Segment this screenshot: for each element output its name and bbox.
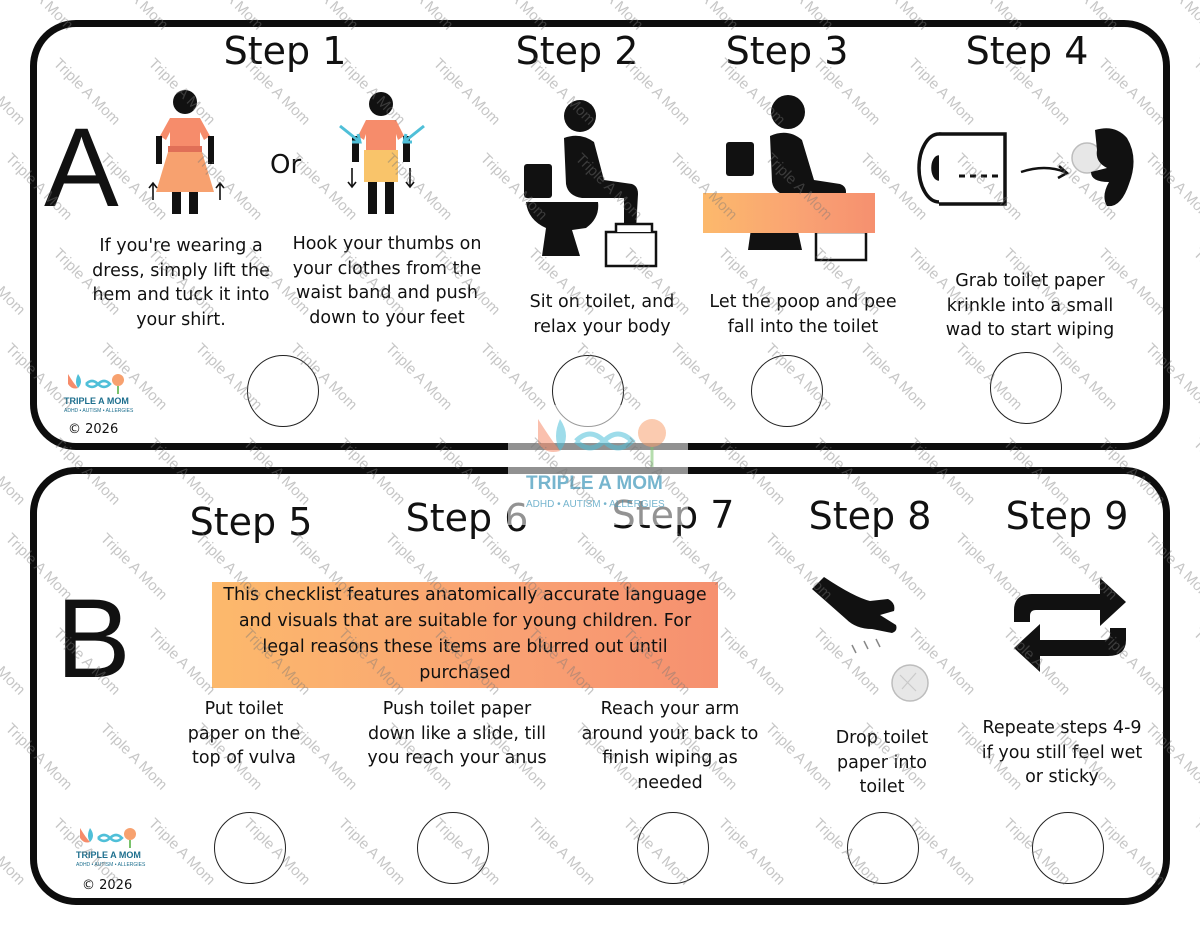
center-logo-name: TRIPLE A MOM bbox=[526, 473, 663, 494]
step-7-caption: Reach your arm around your back to finis… bbox=[581, 699, 759, 793]
step-1-caption-dress: If you're wearing a dress, simply lift t… bbox=[92, 236, 270, 330]
dress-figure-icon bbox=[148, 90, 225, 214]
hand-drop-paper-icon bbox=[812, 577, 929, 702]
step-9-checkbox[interactable] bbox=[1032, 812, 1104, 884]
watermark-text: Triple A Mom bbox=[0, 245, 29, 319]
or-label: Or bbox=[270, 150, 302, 180]
step-9-title: Step 9 bbox=[1005, 494, 1129, 538]
repeat-arrows-icon bbox=[1014, 578, 1126, 672]
watermark-text: Triple A Mom bbox=[1190, 435, 1200, 509]
center-logo-tagline: ADHD • AUTISM • ALLERGIES bbox=[526, 499, 665, 510]
step-6-caption: Push toilet paper down like a slide, til… bbox=[367, 699, 547, 768]
blur-bar-step-3 bbox=[703, 193, 875, 233]
sitting-toilet-icon bbox=[726, 95, 868, 262]
copyright-b: © 2026 bbox=[82, 878, 133, 893]
toilet-paper-roll-icon bbox=[917, 128, 1134, 207]
watermark-text: Triple A Mom bbox=[0, 625, 29, 699]
step-1-checkbox[interactable] bbox=[247, 355, 319, 427]
watermark-text: Triple A Mom bbox=[1190, 815, 1200, 889]
watermark-text: Triple A Mom bbox=[0, 55, 29, 129]
step-1-caption-shorts: Hook your thumbs on your clothes from th… bbox=[292, 234, 482, 328]
logo-name: TRIPLE A MOM bbox=[64, 396, 129, 406]
sitting-toilet-icon bbox=[524, 100, 658, 268]
step-5-caption: Put toilet paper on the top of vulva bbox=[187, 699, 301, 768]
watermark-text: Triple A Mom bbox=[1190, 55, 1200, 129]
step-5-title: Step 5 bbox=[189, 500, 313, 544]
blur-notice-text: This checklist features anatomically acc… bbox=[223, 585, 707, 683]
step-6-title: Step 6 bbox=[405, 496, 529, 540]
logo-tagline: ADHD • AUTISM • ALLERGIES bbox=[76, 862, 146, 868]
step-6-checkbox[interactable] bbox=[417, 812, 489, 884]
step-4-caption: Grab toilet paper krinkle into a small w… bbox=[945, 271, 1115, 340]
step-8-checkbox[interactable] bbox=[847, 812, 919, 884]
step-5-checkbox[interactable] bbox=[214, 812, 286, 884]
blur-notice-banner: This checklist features anatomically acc… bbox=[212, 582, 718, 688]
logo-icon bbox=[80, 828, 136, 848]
center-logo-icon bbox=[538, 419, 666, 467]
step-4-checkbox[interactable] bbox=[990, 352, 1062, 424]
step-2-caption: Sit on toilet, and relax your body bbox=[529, 292, 675, 337]
step-3-title: Step 3 bbox=[725, 29, 849, 73]
watermark-text: Triple A Mom bbox=[1190, 625, 1200, 699]
logo-icon bbox=[68, 374, 124, 394]
step-1-title: Step 1 bbox=[223, 29, 347, 73]
shorts-figure-icon bbox=[339, 92, 425, 214]
step-4-title: Step 4 bbox=[965, 29, 1089, 73]
step-7-checkbox[interactable] bbox=[637, 812, 709, 884]
logo-name: TRIPLE A MOM bbox=[76, 850, 141, 860]
watermark-text: Triple A Mom bbox=[0, 815, 29, 889]
watermark-text: Triple A Mom bbox=[1190, 245, 1200, 319]
step-8-title: Step 8 bbox=[808, 494, 932, 538]
step-8-caption: Drop toilet paper into toilet bbox=[835, 728, 929, 797]
step-3-checkbox[interactable] bbox=[751, 355, 823, 427]
copyright-a: © 2026 bbox=[68, 422, 119, 437]
center-logo: TRIPLE A MOM ADHD • AUTISM • ALLERGIES bbox=[508, 405, 688, 525]
panel-a-letter: A bbox=[44, 105, 119, 230]
logo-tagline: ADHD • AUTISM • ALLERGIES bbox=[64, 408, 134, 414]
step-9-caption: Repeate steps 4-9 if you still feel wet … bbox=[981, 718, 1143, 787]
step-2-title: Step 2 bbox=[515, 29, 639, 73]
panel-b-letter: B bbox=[56, 576, 131, 701]
watermark-text: Triple A Mom bbox=[0, 435, 29, 509]
step-3-caption: Let the poop and pee fall into the toile… bbox=[709, 292, 897, 337]
